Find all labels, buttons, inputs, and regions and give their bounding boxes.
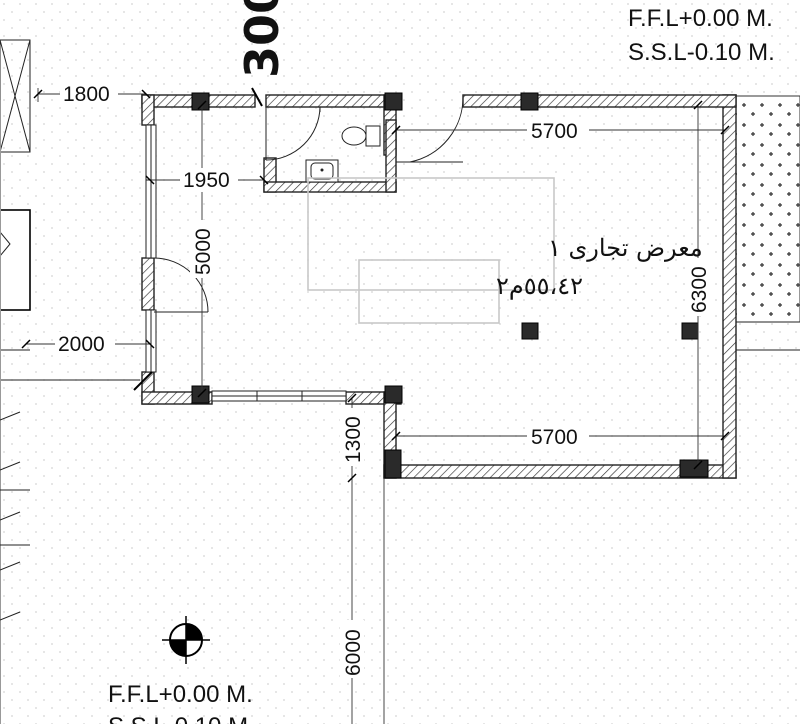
dim-1800: 1800 (63, 83, 110, 106)
dim-2000: 2000 (58, 333, 105, 356)
room-area: ٥٥،٤٢م٢ (496, 272, 583, 300)
level-ffl-bottom: F.F.L+0.00 M. (108, 681, 253, 708)
sink-fixture (305, 159, 339, 183)
door-main-entrance (396, 95, 464, 163)
level-ssl-top: S.S.L-0.10 M. (628, 39, 775, 66)
partial-dimension-text: 300 (235, 0, 289, 78)
entry-break-mark (251, 87, 263, 107)
level-ssl-bottom: S.S.L-0.10 M. (108, 713, 255, 724)
dim-5700-top: 5700 (531, 120, 578, 143)
dim-5700-bottom: 5700 (531, 426, 578, 449)
corner-break-mark (133, 371, 153, 391)
level-ffl-top: F.F.L+0.00 M. (628, 5, 773, 32)
room-name: معرض تجارى ١ (548, 234, 703, 262)
toilet-fixture (341, 125, 381, 147)
dim-1300: 1300 (342, 416, 365, 463)
window-bottom (211, 390, 347, 402)
planting-strip (735, 95, 800, 323)
door-bathroom (265, 106, 321, 161)
area-label-frame (358, 259, 500, 324)
dim-6300: 6300 (688, 266, 711, 313)
left-edge-structures (0, 39, 140, 724)
room-label-frame (307, 177, 555, 291)
dim-5000: 5000 (192, 228, 215, 275)
dim-1950: 1950 (183, 169, 230, 192)
dim-6000: 6000 (342, 629, 365, 676)
level-marker-icon (162, 616, 210, 664)
window-left-upper (145, 124, 157, 259)
